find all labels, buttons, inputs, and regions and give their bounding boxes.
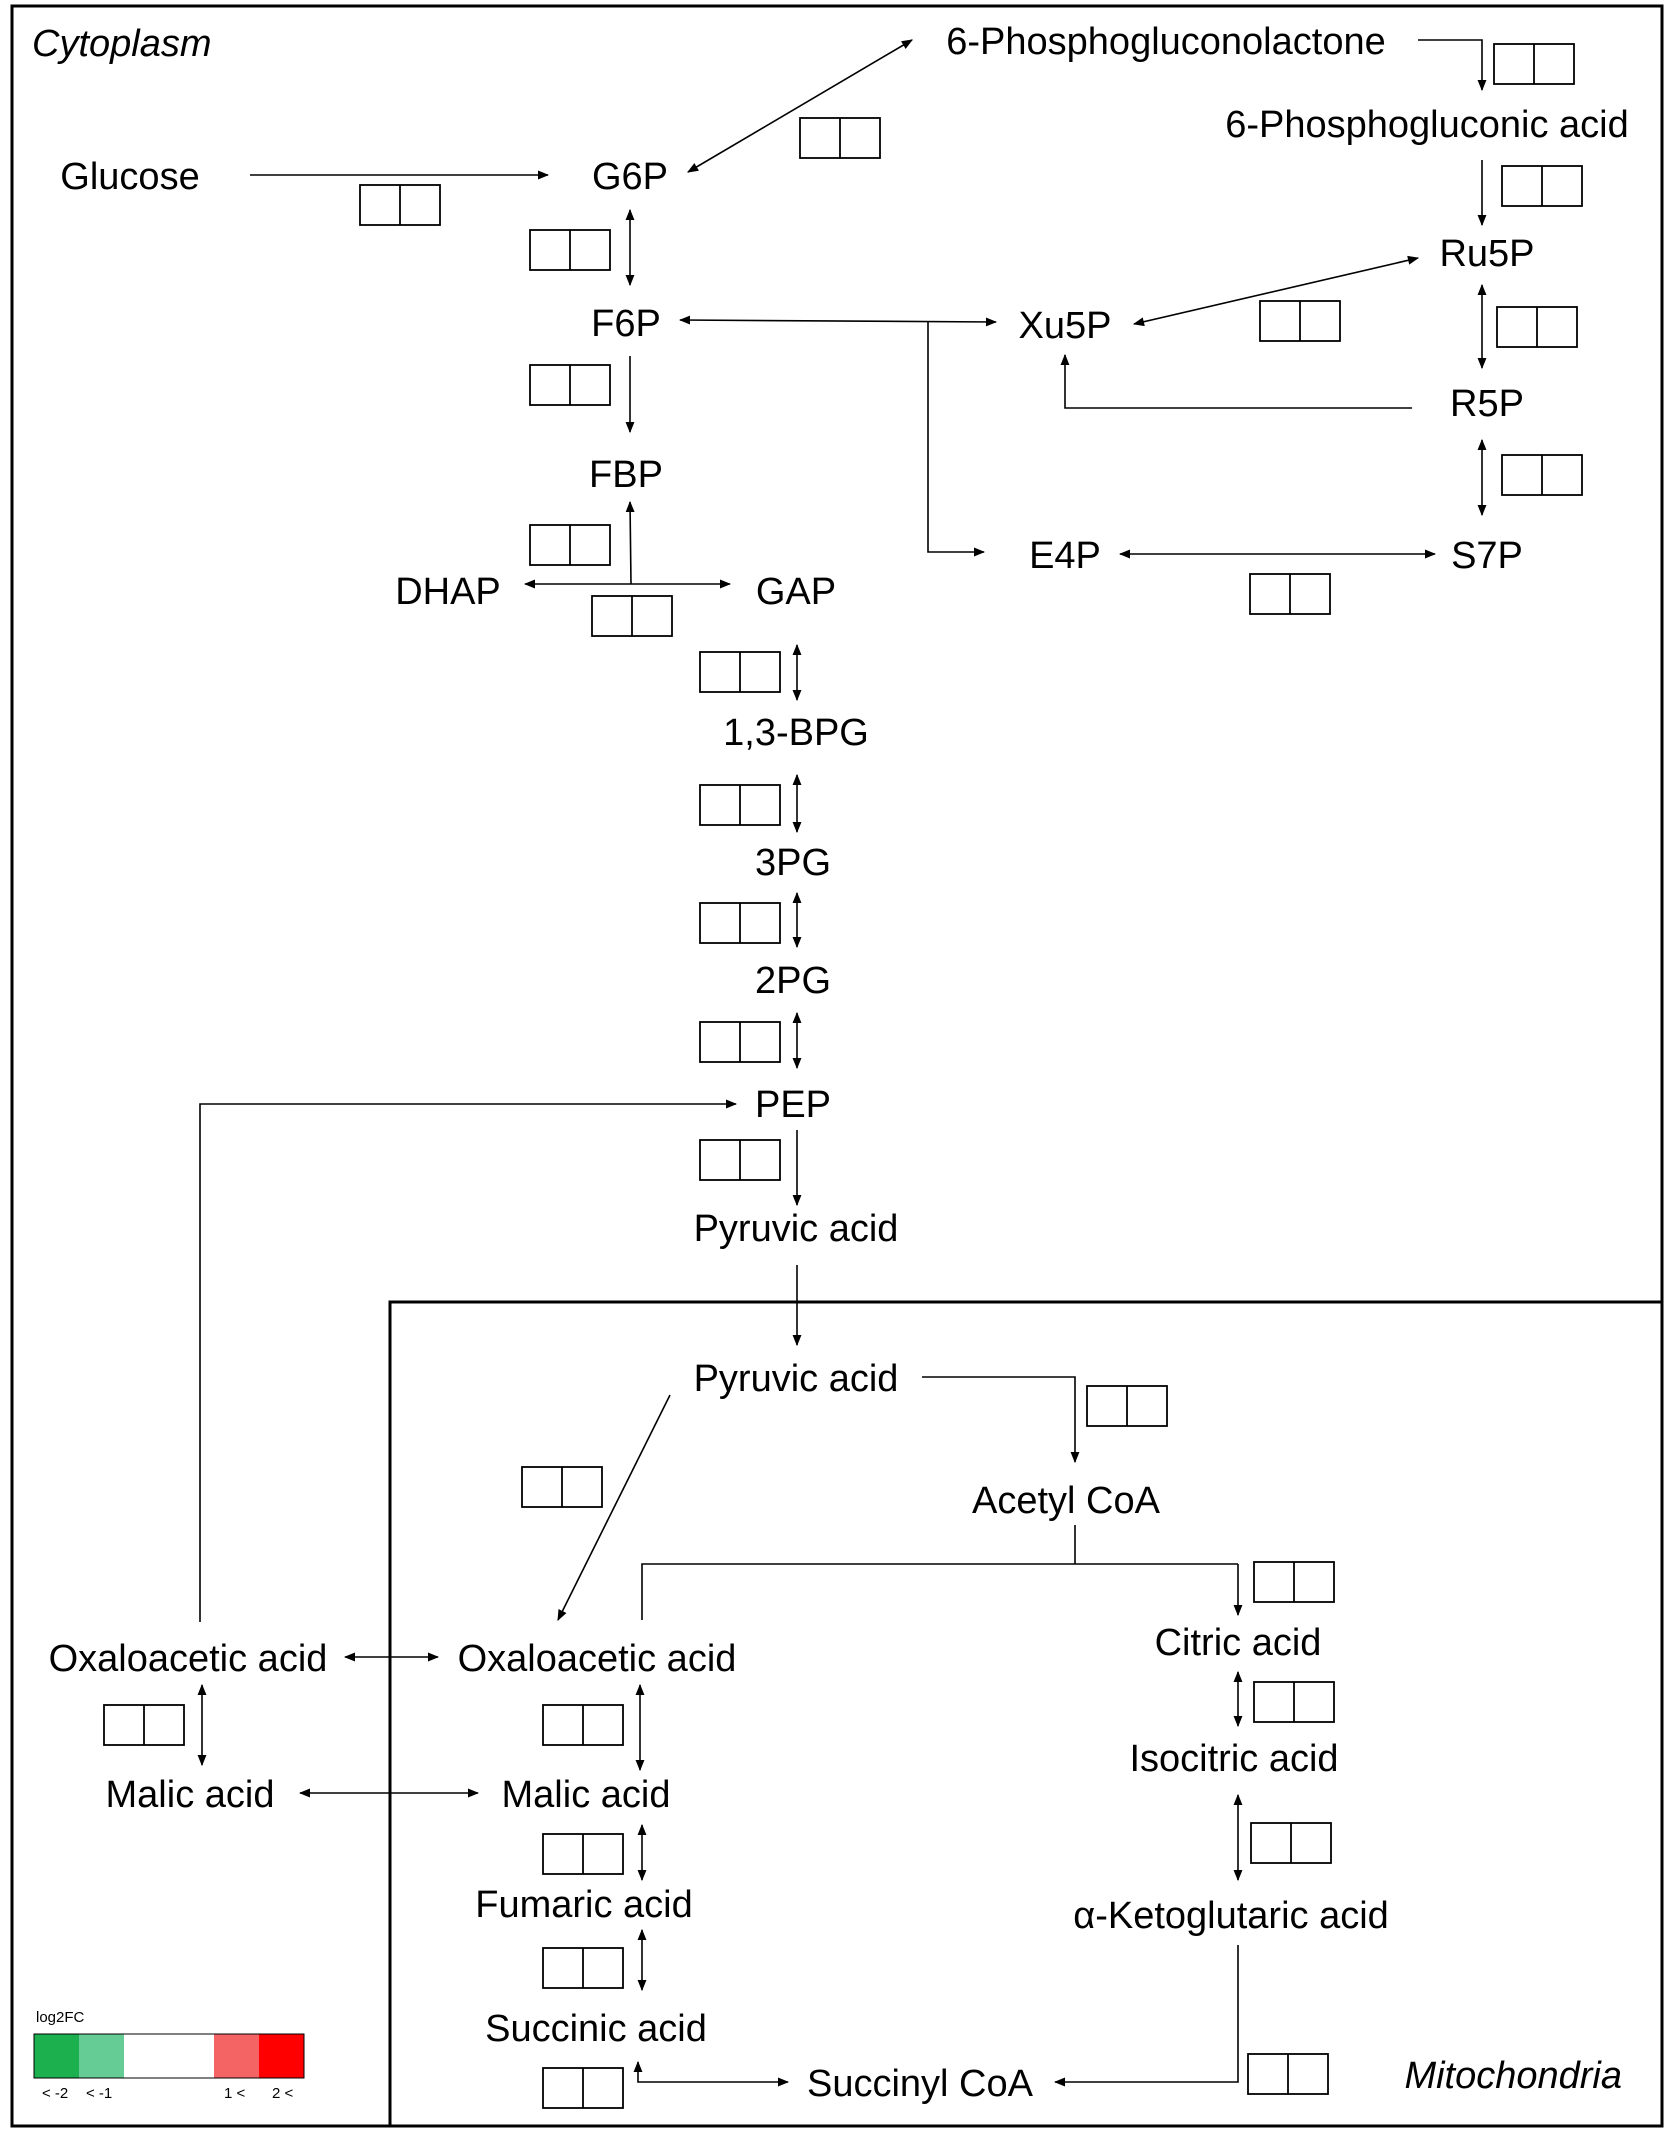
node-fumaric: Fumaric acid xyxy=(475,1884,693,1926)
node-r5p: R5P xyxy=(1450,383,1524,425)
expression-box xyxy=(699,651,781,693)
legend-tick-up1: 1 < xyxy=(224,2085,246,2102)
expression-box xyxy=(591,595,673,637)
expression-box xyxy=(521,1466,603,1508)
legend-tick-up2: 2 < xyxy=(272,2085,294,2102)
cytoplasm-border xyxy=(10,4,1664,2128)
expression-box xyxy=(699,1139,781,1181)
node-succinyl-coa: Succinyl CoA xyxy=(807,2063,1034,2105)
legend-swatch-down2 xyxy=(34,2034,79,2078)
expression-box xyxy=(699,784,781,826)
expression-box xyxy=(529,229,611,271)
legend-swatch-up2 xyxy=(259,2034,304,2078)
node-oaa-mito: Oxaloacetic acid xyxy=(458,1638,737,1680)
node-oaa-cyto: Oxaloacetic acid xyxy=(49,1638,328,1680)
legend-frame xyxy=(33,2033,305,2079)
node-glucose: Glucose xyxy=(60,156,199,198)
node-citric: Citric acid xyxy=(1155,1622,1322,1664)
legend-swatch-down1 xyxy=(79,2034,124,2078)
expression-box xyxy=(1501,454,1583,496)
expression-box xyxy=(1259,300,1341,342)
expression-box xyxy=(1086,1385,1168,1427)
expression-box xyxy=(542,1704,624,1746)
legend-tick-down1: < -1 xyxy=(86,2085,112,2102)
mitochondria-border xyxy=(388,1300,1662,2126)
expression-box xyxy=(699,1021,781,1063)
cytoplasm-label: Cytoplasm xyxy=(32,23,212,65)
expression-box xyxy=(1253,1681,1335,1723)
metabolite-labels: Glucose G6P F6P FBP DHAP GAP 1,3-BPG 3PG… xyxy=(49,21,1629,2105)
expression-box xyxy=(1501,165,1583,207)
node-6pga: 6-Phosphogluconic acid xyxy=(1225,104,1629,146)
expression-box xyxy=(359,184,441,226)
node-malic-cyto: Malic acid xyxy=(106,1774,275,1816)
node-2pg: 2PG xyxy=(755,960,831,1002)
expression-box xyxy=(542,1947,624,1989)
node-6pgl: 6-Phosphogluconolactone xyxy=(946,21,1385,63)
node-g6p: G6P xyxy=(592,156,668,198)
expression-box xyxy=(799,117,881,159)
node-pyruvate-mito: Pyruvic acid xyxy=(694,1358,899,1400)
expression-box xyxy=(103,1704,185,1746)
legend-swatch-neutral xyxy=(124,2034,214,2078)
legend-swatch-up1 xyxy=(214,2034,259,2078)
node-xu5p: Xu5P xyxy=(1019,305,1112,347)
legend-tick-down2: < -2 xyxy=(42,2085,68,2102)
mitochondria-label: Mitochondria xyxy=(1404,2055,1622,2097)
node-fbp: FBP xyxy=(589,454,663,496)
expression-heatmap-boxes xyxy=(103,43,1583,2109)
node-succinic: Succinic acid xyxy=(485,2008,707,2050)
pathway-edges xyxy=(197,39,1487,2087)
node-malic-mito: Malic acid xyxy=(502,1774,671,1816)
node-acetyl-coa: Acetyl CoA xyxy=(972,1480,1161,1522)
expression-box xyxy=(699,902,781,944)
expression-box xyxy=(529,364,611,406)
legend-title: log2FC xyxy=(36,2009,85,2026)
node-ru5p: Ru5P xyxy=(1439,233,1534,275)
node-dhap: DHAP xyxy=(395,571,501,613)
node-s7p: S7P xyxy=(1451,535,1523,577)
node-pep: PEP xyxy=(755,1084,831,1126)
expression-box xyxy=(1250,1822,1332,1864)
color-legend: log2FC < -2 < -1 1 < 2 < xyxy=(33,2009,305,2102)
node-pyruvate-cyto: Pyruvic acid xyxy=(694,1208,899,1250)
expression-box xyxy=(1253,1561,1335,1603)
expression-box xyxy=(1249,573,1331,615)
node-bpg: 1,3-BPG xyxy=(723,712,869,754)
expression-box xyxy=(542,2067,624,2109)
node-isocitric: Isocitric acid xyxy=(1129,1738,1338,1780)
node-gap: GAP xyxy=(756,571,836,613)
expression-box xyxy=(542,1833,624,1875)
expression-box xyxy=(529,524,611,566)
node-f6p: F6P xyxy=(591,303,661,345)
node-e4p: E4P xyxy=(1029,535,1101,577)
node-3pg: 3PG xyxy=(755,842,831,884)
expression-box xyxy=(1247,2053,1329,2095)
expression-box xyxy=(1493,43,1575,85)
expression-box xyxy=(1496,306,1578,348)
node-akg: α-Ketoglutaric acid xyxy=(1073,1895,1389,1937)
